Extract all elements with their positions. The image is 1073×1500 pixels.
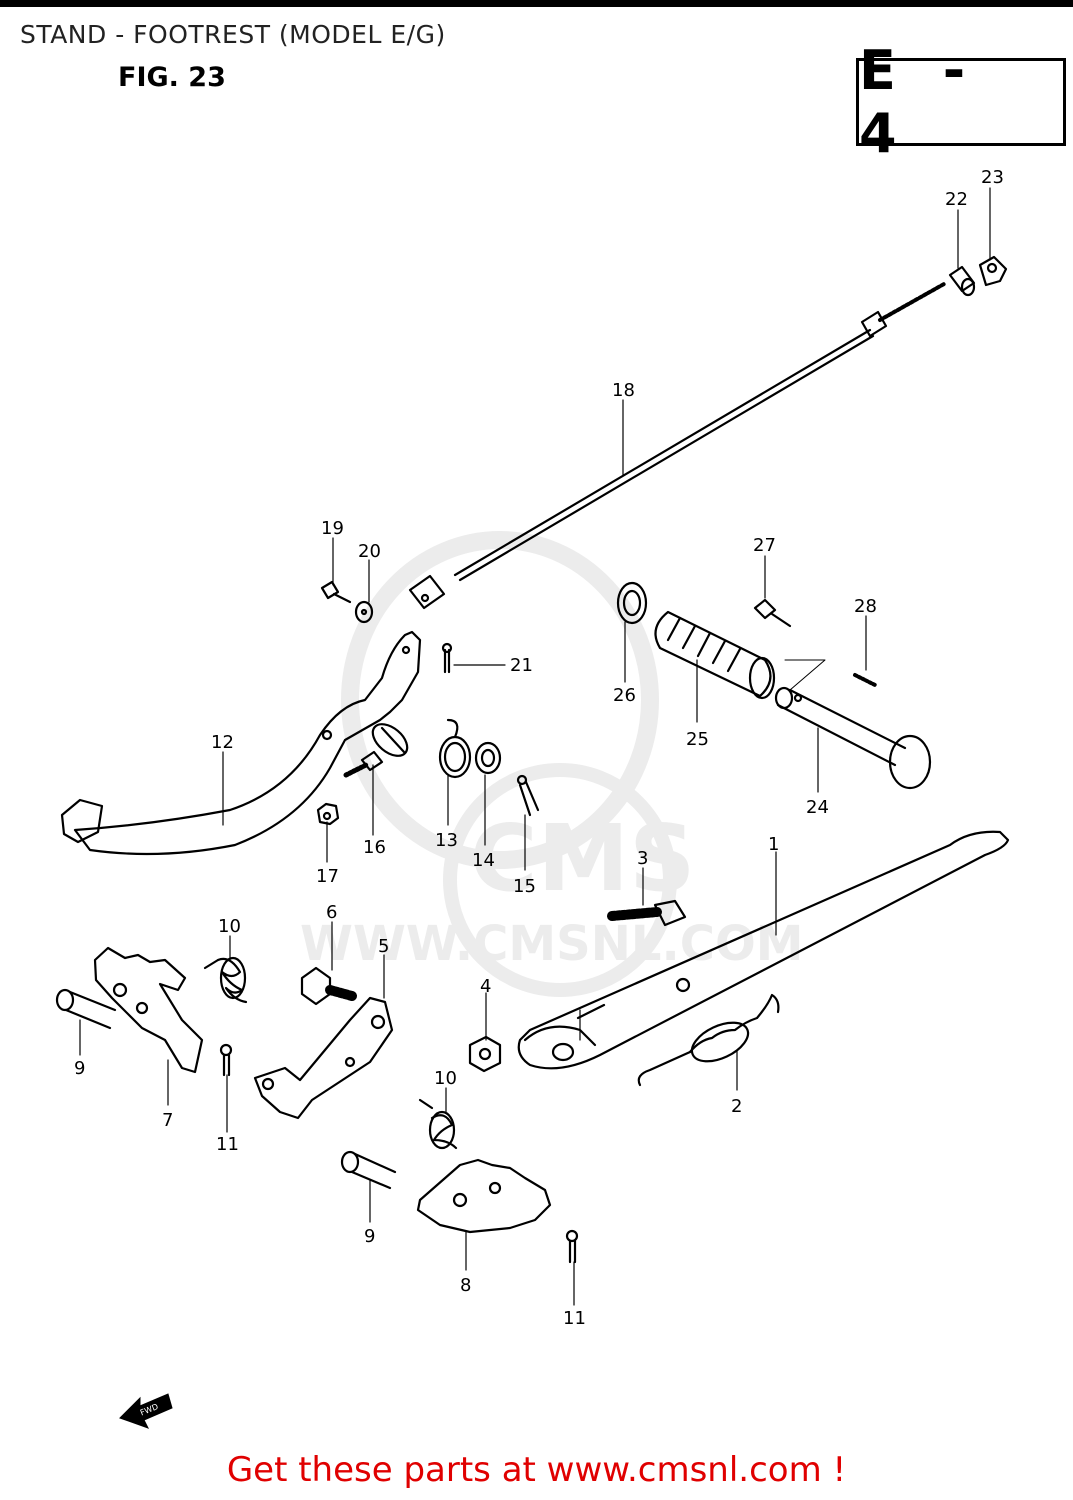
callout-28: 28 (854, 596, 877, 617)
callout-10-bottom: 10 (434, 1068, 457, 1089)
callout-25: 25 (686, 729, 709, 750)
leader-lines (79, 187, 991, 1306)
part-13-spring (438, 718, 472, 779)
callout-22: 22 (945, 189, 968, 210)
callout-24: 24 (806, 797, 829, 818)
part-10-spring-bottom (418, 1098, 458, 1150)
page-title: STAND - FOOTREST (MODEL E/G) (20, 20, 446, 49)
part-10-spring-left (203, 956, 248, 1004)
part-24-footrest-bar (774, 659, 932, 790)
callout-4: 4 (480, 976, 491, 997)
part-27-bolt (753, 598, 792, 628)
part-17-nut (316, 802, 340, 826)
callout-21: 21 (510, 655, 533, 676)
part-8-footpeg (416, 1158, 552, 1234)
callout-8: 8 (460, 1275, 471, 1296)
part-23-nut (978, 255, 1008, 287)
callout-20: 20 (358, 541, 381, 562)
part-6-bolt (300, 966, 357, 1006)
part-11-pin-bottom (565, 1229, 579, 1264)
part-28-pin (853, 673, 877, 687)
figure-label: FIG. 23 (118, 62, 226, 93)
callout-14: 14 (472, 850, 495, 871)
part-21-pin (441, 642, 453, 674)
callout-12: 12 (211, 732, 234, 753)
callout-9-bottom: 9 (364, 1226, 375, 1247)
callout-17: 17 (316, 866, 339, 887)
part-15-cotter-pin (516, 774, 540, 817)
callouts: 1 2 3 4 5 6 7 8 9 9 10 10 11 11 11 12 13… (74, 167, 1004, 1329)
part-11-pin-left (219, 1043, 233, 1077)
part-19-bolt (320, 580, 352, 604)
callout-2: 2 (731, 1096, 742, 1117)
footer-link[interactable]: Get these parts at www.cmsnl.com ! (226, 1450, 847, 1490)
callout-6: 6 (326, 902, 337, 923)
callout-11-left: 11 (216, 1134, 239, 1155)
section-code: E - 4 (859, 39, 980, 165)
section-code-box: E - 4 (856, 39, 1066, 165)
callout-13: 13 (435, 830, 458, 851)
top-rule (0, 0, 1073, 7)
watermark-url: WWW.CMSNL.COM (300, 916, 804, 972)
callout-16: 16 (363, 837, 386, 858)
watermark-brand: CMS (470, 805, 695, 912)
part-5-bracket (253, 996, 394, 1120)
part-9-pin-left (55, 988, 117, 1030)
callout-11-bottom: 11 (563, 1308, 586, 1329)
callout-26: 26 (613, 685, 636, 706)
part-16-bolt (343, 750, 384, 778)
part-7-footpeg (93, 946, 204, 1074)
part-25-footrest-rubber (654, 610, 776, 700)
callout-9-left: 9 (74, 1058, 85, 1079)
callout-18: 18 (612, 380, 635, 401)
callout-23: 23 (981, 167, 1004, 188)
callout-5: 5 (378, 936, 389, 957)
part-26-washer (616, 581, 648, 625)
callout-7: 7 (162, 1110, 173, 1131)
part-4-nut (468, 1035, 502, 1073)
part-20-washer (354, 600, 374, 624)
part-3-bolt (607, 899, 687, 927)
part-2-spring (637, 993, 780, 1087)
callout-15: 15 (513, 876, 536, 897)
part-18-cable (408, 282, 946, 610)
part-22-adjuster (948, 265, 976, 297)
part-9-pin-bottom (340, 1150, 397, 1190)
callout-3: 3 (637, 848, 648, 869)
part-14-washer (474, 741, 502, 775)
part-12-brake-pedal (60, 630, 422, 856)
callout-27: 27 (753, 535, 776, 556)
callout-19: 19 (321, 518, 344, 539)
fwd-arrow-icon: FWD (119, 1393, 173, 1429)
callout-10-left: 10 (218, 916, 241, 937)
callout-1: 1 (768, 834, 779, 855)
